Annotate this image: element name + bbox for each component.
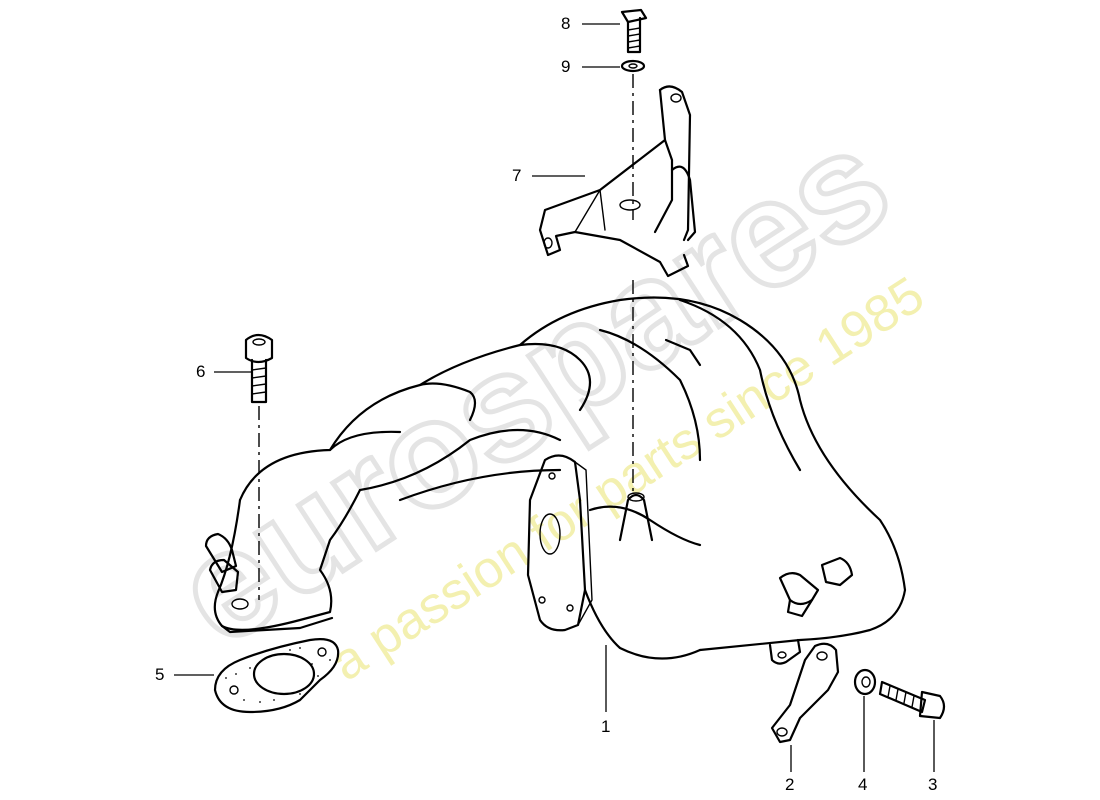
callout-6: 6 xyxy=(196,362,206,381)
callout-1: 1 xyxy=(601,717,611,736)
part-4-washer xyxy=(853,668,877,696)
part-6-bolt xyxy=(244,333,274,404)
callout-9: 9 xyxy=(561,57,571,76)
callout-2: 2 xyxy=(785,775,795,794)
part-7-bracket xyxy=(538,85,697,278)
callout-8: 8 xyxy=(561,14,571,33)
part-9-washer xyxy=(620,59,646,73)
part-1-manifold xyxy=(204,296,907,665)
callout-7: 7 xyxy=(512,166,522,185)
part-2-bracket xyxy=(770,642,840,744)
part-8-bolt xyxy=(620,8,648,54)
part-5-gasket xyxy=(213,638,340,714)
part-3-bolt xyxy=(878,680,946,720)
callout-3: 3 xyxy=(928,775,938,794)
callout-5: 5 xyxy=(155,665,165,684)
callout-4: 4 xyxy=(858,775,868,794)
